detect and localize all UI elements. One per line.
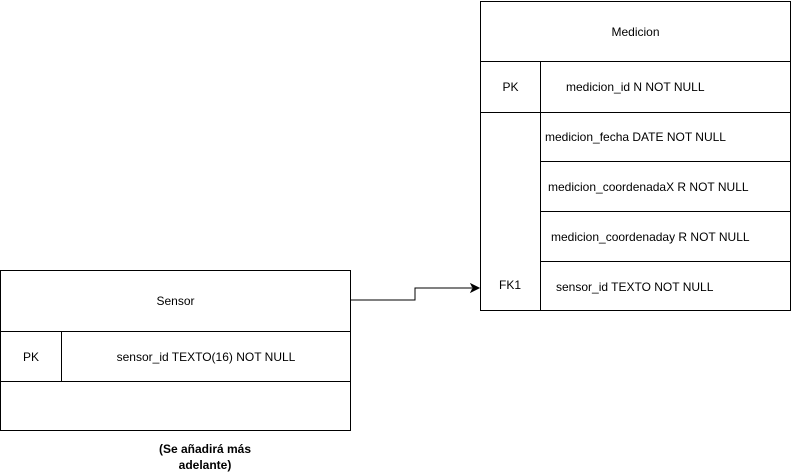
medicion-field-coordenadax: medicion_coordenadaX R NOT NULL [548, 180, 749, 194]
medicion-title-divider [481, 61, 790, 62]
medicion-title: Medicion [611, 24, 660, 39]
medicion-field-sensor-id: sensor_id TEXTO NOT NULL [556, 280, 714, 294]
sensor-entity[interactable]: Sensor PK sensor_id TEXTO(16) NOT NULL [0, 270, 351, 431]
sensor-title-divider [1, 331, 350, 332]
sensor-pk-field: sensor_id TEXTO(16) NOT NULL [116, 349, 296, 364]
medicion-entity[interactable]: Medicion PK medicion_id N NOT NULL medic… [480, 1, 791, 311]
medicion-field-coordenaday: medicion_coordenaday R NOT NULL [551, 230, 750, 244]
medicion-pk-field: medicion_id N NOT NULL [566, 80, 705, 94]
sensor-key-column-divider [61, 332, 62, 381]
connector-line [351, 287, 472, 301]
medicion-field-fecha: medicion_fecha DATE NOT NULL [545, 130, 726, 144]
arrowhead-icon [469, 282, 481, 294]
sensor-pk-key: PK [22, 349, 39, 364]
medicion-pk-key: PK [502, 80, 519, 94]
medicion-key-column-divider [540, 62, 541, 311]
medicion-pk-divider [481, 112, 790, 113]
sensor-title: Sensor [156, 294, 195, 308]
medicion-row-divider [540, 161, 790, 162]
medicion-row-divider [540, 211, 790, 212]
medicion-fk-key: FK1 [499, 278, 522, 292]
sensor-note: (Se añadirá más adelante) [158, 442, 252, 472]
medicion-row-divider [540, 261, 790, 262]
sensor-pk-divider [1, 381, 350, 382]
